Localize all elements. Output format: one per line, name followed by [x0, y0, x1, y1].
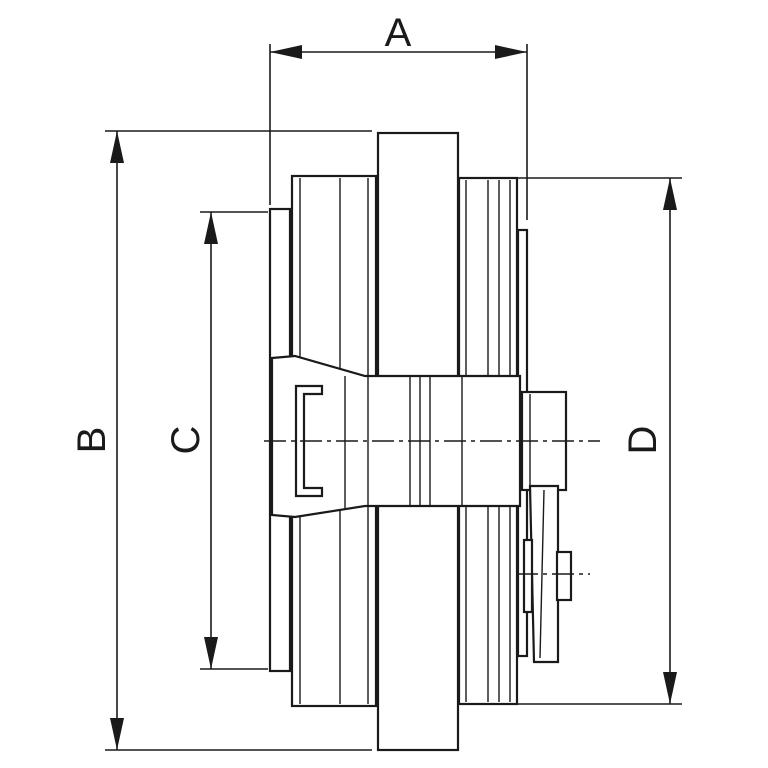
dimension-d-arrow-top	[663, 178, 677, 210]
dimension-a-label: A	[385, 11, 412, 55]
dimension-c-arrow-top	[204, 212, 218, 244]
lever-arm-line	[539, 489, 545, 659]
bore-sleeve	[270, 354, 522, 519]
dimension-a-arrow-right	[495, 45, 527, 59]
lever-nut	[555, 550, 573, 602]
dimension-d-label: D	[621, 426, 665, 455]
dimension-c-arrow-bottom	[204, 637, 218, 669]
dimension-b-arrow-top	[110, 131, 124, 163]
dimension-b: B	[70, 130, 372, 751]
dimension-a-arrow-left	[270, 45, 302, 59]
dimension-a: A	[269, 11, 528, 220]
dimension-c: C	[164, 211, 268, 670]
dimension-b-arrow-bottom	[110, 718, 124, 750]
dimension-d: D	[518, 177, 682, 705]
bore-clip	[294, 384, 324, 498]
lever-washer	[522, 538, 534, 614]
dimension-d-arrow-bottom	[663, 672, 677, 704]
dimension-c-label: C	[164, 426, 208, 455]
dimension-b-label: B	[70, 427, 114, 454]
